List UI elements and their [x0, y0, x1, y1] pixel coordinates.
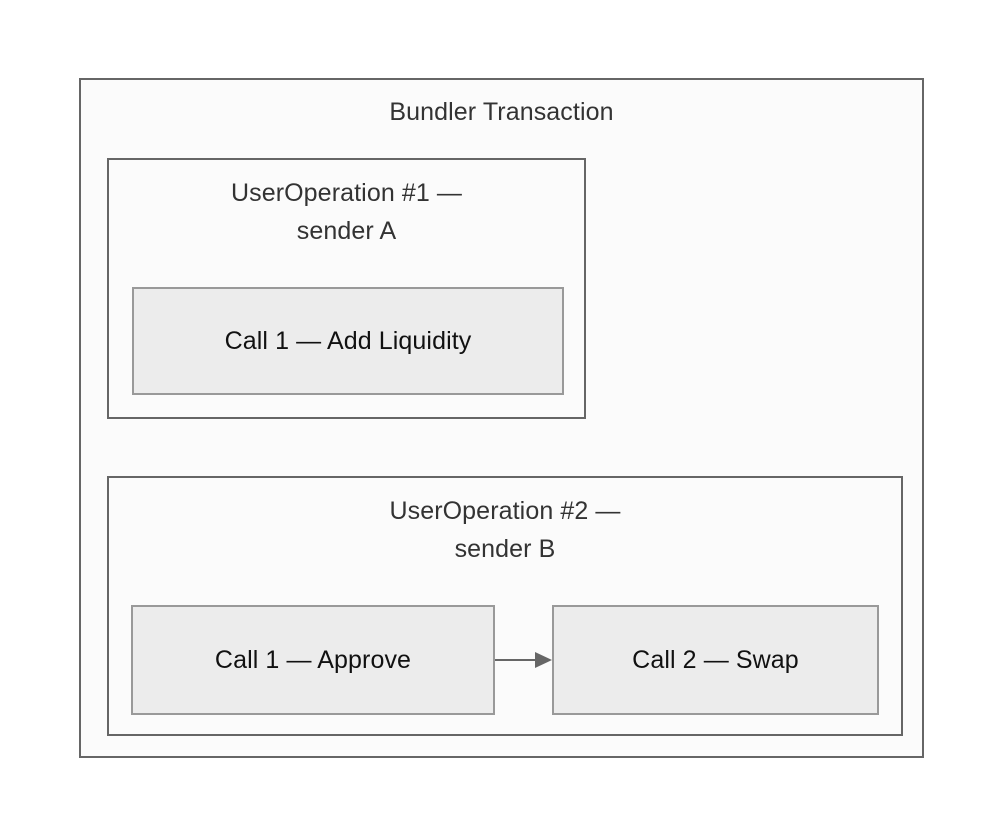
call-box-swap-label: Call 2 — Swap [632, 645, 799, 674]
userop-1-title-line1: UserOperation #1 — [230, 179, 463, 207]
arrow-approve-to-swap [495, 649, 553, 671]
arrow-right-icon [495, 652, 552, 668]
userop-2-box: UserOperation #2 — sender B Call 1 — App… [107, 476, 903, 736]
userop-1-title: UserOperation #1 — sender A [109, 174, 584, 250]
call-box-add-liquidity-label: Call 1 — Add Liquidity [224, 326, 472, 355]
call-box-swap[interactable]: Call 2 — Swap [552, 605, 879, 715]
userop-2-title: UserOperation #2 — sender B [109, 492, 901, 568]
userop-2-title-line1: UserOperation #2 — [389, 497, 621, 525]
call-box-approve-label: Call 1 — Approve [214, 645, 412, 674]
call-box-approve[interactable]: Call 1 — Approve [131, 605, 495, 715]
bundler-transaction-box: Bundler Transaction UserOperation #1 — s… [79, 78, 924, 758]
bundler-transaction-title: Bundler Transaction [389, 98, 614, 126]
userop-2-title-line2: sender B [454, 535, 556, 563]
userop-1-box: UserOperation #1 — sender A Call 1 — Add… [107, 158, 586, 419]
userop-1-title-line2: sender A [296, 217, 397, 245]
call-box-add-liquidity[interactable]: Call 1 — Add Liquidity [132, 287, 564, 395]
